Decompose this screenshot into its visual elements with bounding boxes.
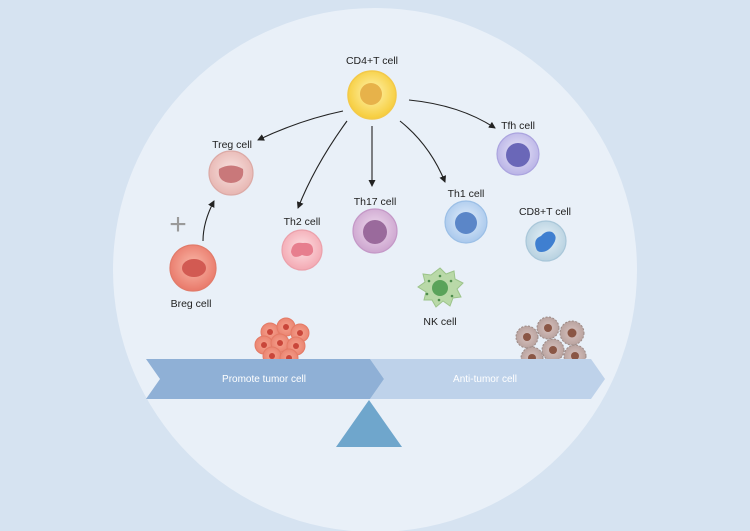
balance-beam: Promote tumor cell Anti-tumor cell [146, 359, 605, 399]
arrow-to-tfh [408, 99, 496, 129]
breg-cell: Breg cell [169, 244, 217, 310]
cd8-t-cell: CD8+T cell [519, 206, 571, 262]
lavender-round-cell-icon [496, 132, 540, 176]
th1-cell-label: Th1 cell [448, 188, 485, 200]
cd8-t-cell-label: CD8+T cell [519, 206, 571, 218]
cd4-t-cell-label: CD4+T cell [346, 55, 398, 67]
nk-cell: NK cell [417, 267, 464, 328]
blue-round-cell-icon [444, 200, 488, 244]
triangle-fulcrum-icon [336, 400, 402, 447]
plus-sign: + [169, 208, 187, 241]
nk-cell-label: NK cell [423, 316, 456, 328]
arrow-breg-to-treg [202, 200, 215, 242]
promote-tumor-label: Promote tumor cell [222, 374, 306, 385]
anti-tumor-label: Anti-tumor cell [453, 374, 517, 385]
promote-tumor-banner [146, 359, 384, 399]
green-spiky-cell-icon [417, 267, 464, 308]
red-round-cell-icon [169, 244, 217, 292]
pink-kidney-nucleus-cell-icon [208, 150, 254, 196]
breg-cell-label: Breg cell [171, 298, 212, 310]
treg-cell-label: Treg cell [212, 139, 252, 151]
th17-cell: Th17 cell [352, 196, 398, 254]
arrow-to-treg [257, 110, 344, 141]
cd4-t-cell: CD4+T cell [346, 55, 398, 120]
arrow-to-th2 [296, 120, 348, 209]
purple-round-cell-icon [352, 208, 398, 254]
blue-bean-nucleus-cell-icon [525, 220, 567, 262]
treg-cell: Treg cell [208, 139, 254, 196]
th1-cell: Th1 cell [444, 188, 488, 244]
pink-lobed-nucleus-cell-icon [281, 229, 323, 271]
arrow-to-th1 [399, 120, 446, 183]
differentiation-arrows [202, 99, 496, 242]
th2-cell: Th2 cell [281, 216, 323, 271]
th2-cell-label: Th2 cell [284, 216, 321, 228]
anti-tumor-banner [370, 359, 605, 399]
yellow-round-cell-icon [347, 70, 397, 120]
tfh-cell: Tfh cell [496, 120, 540, 176]
th17-cell-label: Th17 cell [354, 196, 397, 208]
tfh-cell-label: Tfh cell [501, 120, 535, 132]
